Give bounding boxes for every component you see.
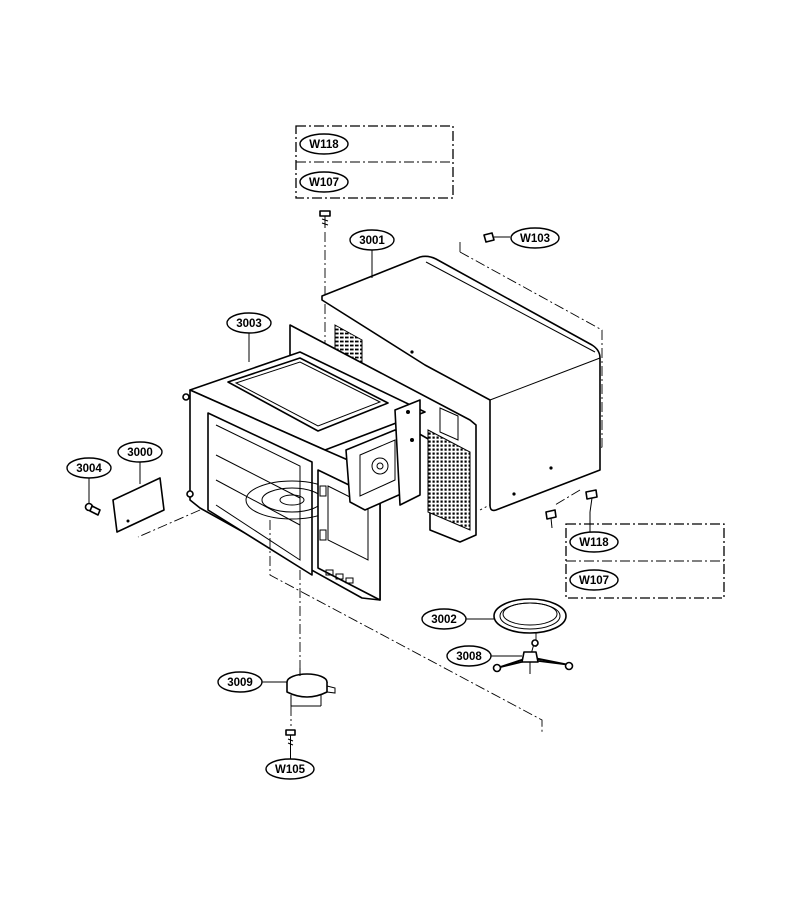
outer-case	[321, 240, 603, 512]
callout-w103: W103	[510, 227, 560, 249]
guide-line-cover	[137, 509, 201, 538]
callout-3004: 3004	[66, 457, 112, 479]
svg-text:W103: W103	[520, 233, 550, 245]
turntable-motor	[286, 668, 336, 707]
right-fastener-box	[565, 523, 725, 599]
svg-text:3000: 3000	[127, 447, 153, 459]
svg-text:3003: 3003	[236, 318, 262, 330]
svg-text:W105: W105	[275, 764, 306, 776]
callout-w105: W105	[265, 758, 315, 780]
svg-text:W107: W107	[579, 575, 609, 587]
callout-3002: 3002	[421, 608, 467, 630]
screw-w103	[483, 232, 510, 243]
waveguide-cover	[112, 477, 165, 533]
svg-text:W118: W118	[309, 139, 339, 151]
callout-3008: 3008	[446, 645, 492, 667]
callout-3009: 3009	[217, 671, 263, 693]
callout-w107-top: W107	[299, 171, 349, 193]
callout-w118-right: W118	[569, 531, 619, 553]
callout-w118-top: W118	[299, 133, 349, 155]
callout-3000: 3000	[117, 441, 163, 463]
screw-w107-top	[319, 210, 331, 228]
svg-text:3008: 3008	[456, 651, 482, 663]
callout-w107-right: W107	[569, 569, 619, 591]
screw-w107-right	[545, 509, 557, 529]
callout-3001: 3001	[349, 229, 395, 251]
svg-text:3002: 3002	[431, 614, 457, 626]
callout-3003: 3003	[226, 312, 272, 334]
guide-line-turntable	[269, 520, 543, 732]
guide-line-right-screws	[554, 489, 581, 506]
screw-3004	[84, 502, 101, 516]
svg-text:W107: W107	[309, 177, 339, 189]
svg-text:3004: 3004	[76, 463, 102, 475]
roller-support	[492, 639, 574, 674]
oven-cavity-frame	[182, 324, 477, 601]
screw-w105	[285, 729, 296, 750]
glass-tray	[493, 598, 567, 634]
svg-text:3001: 3001	[359, 235, 385, 247]
svg-text:W118: W118	[579, 537, 609, 549]
svg-text:3009: 3009	[227, 677, 253, 689]
top-fastener-box	[295, 125, 454, 199]
screw-w118-right	[585, 489, 598, 513]
